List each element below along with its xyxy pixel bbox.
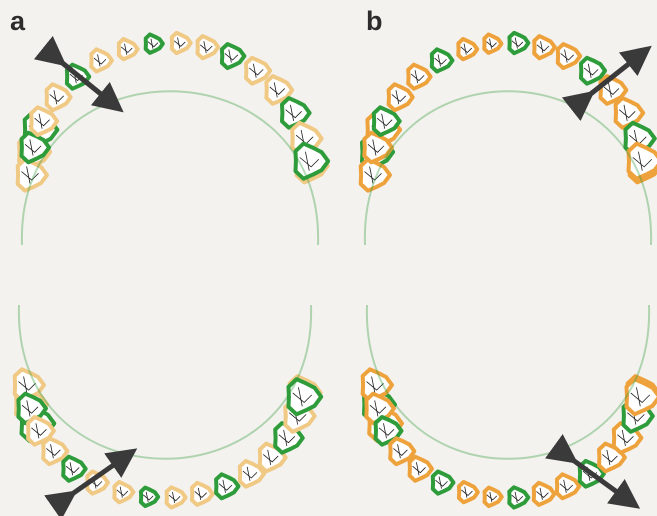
tooth [216, 474, 238, 498]
tooth [192, 483, 213, 505]
tooth [141, 488, 158, 507]
tooth [534, 36, 555, 58]
tooth [509, 33, 528, 53]
tooth [410, 457, 432, 481]
tooth [18, 159, 47, 190]
tooth [509, 487, 528, 507]
panel-b-upper-arch [361, 33, 657, 245]
arch-contour [22, 91, 318, 245]
panel-a-lower-arch [15, 305, 322, 508]
tooth [432, 49, 453, 71]
tooth [389, 84, 413, 110]
tooth [485, 488, 502, 507]
tooth [167, 487, 186, 507]
tooth [114, 482, 133, 502]
arch-contour [365, 91, 651, 245]
tooth [47, 84, 71, 110]
tooth [282, 98, 310, 128]
tooth [484, 34, 501, 53]
tooth [433, 472, 454, 494]
arch-contour [19, 305, 311, 459]
tooth [63, 457, 85, 481]
tooth [361, 159, 390, 190]
tooth [557, 474, 579, 498]
tooth [119, 39, 138, 59]
tooth [172, 33, 191, 53]
tooth [146, 34, 163, 53]
tooth [534, 483, 555, 505]
panel-b-lower-arch [363, 305, 657, 508]
tooth [459, 482, 478, 502]
tooth [91, 49, 112, 71]
tooth [198, 36, 219, 58]
arch-contour [367, 305, 649, 459]
tooth [222, 44, 245, 68]
tooth [408, 65, 431, 89]
tooth [458, 39, 477, 59]
tooth [558, 44, 580, 68]
